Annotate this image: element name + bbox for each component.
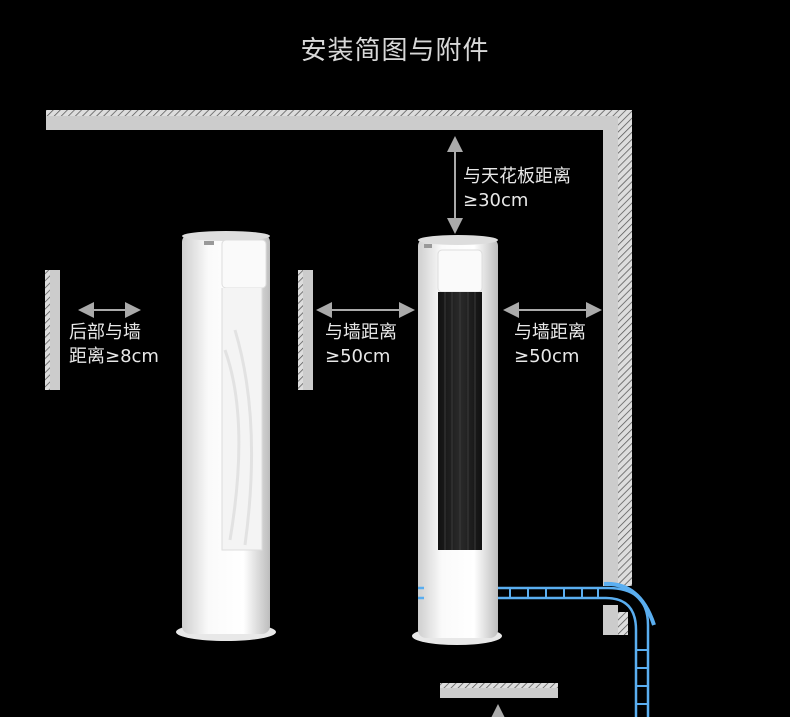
label-line: ≥30cm <box>463 190 529 211</box>
label-line: 与天花板距离 <box>463 166 571 187</box>
label-line: 与墙距离 <box>514 322 586 343</box>
ac-unit-front-view <box>412 235 502 645</box>
label-line: 距离≥8cm <box>69 346 159 367</box>
side-wall-segment <box>298 270 313 390</box>
left-side-distance-label: 与墙距离 ≥50cm <box>325 321 397 369</box>
ceiling-distance-label: 与天花板距离 ≥30cm <box>463 165 571 213</box>
rear-distance-label: 后部与墙 距离≥8cm <box>69 321 159 369</box>
ac-unit-side-view <box>176 231 276 641</box>
right-side-distance-label: 与墙距离 ≥50cm <box>514 321 586 369</box>
label-line: ≥50cm <box>325 346 391 367</box>
floor-slab <box>440 683 558 698</box>
ceiling-wall <box>46 110 632 130</box>
label-line: ≥50cm <box>514 346 580 367</box>
label-line: 与墙距离 <box>325 322 397 343</box>
right-wall <box>603 110 632 635</box>
page-title: 安装简图与附件 <box>300 36 490 66</box>
rear-wall-segment <box>45 270 60 390</box>
refrigerant-pipe <box>418 581 656 717</box>
label-line: 后部与墙 <box>69 322 141 343</box>
